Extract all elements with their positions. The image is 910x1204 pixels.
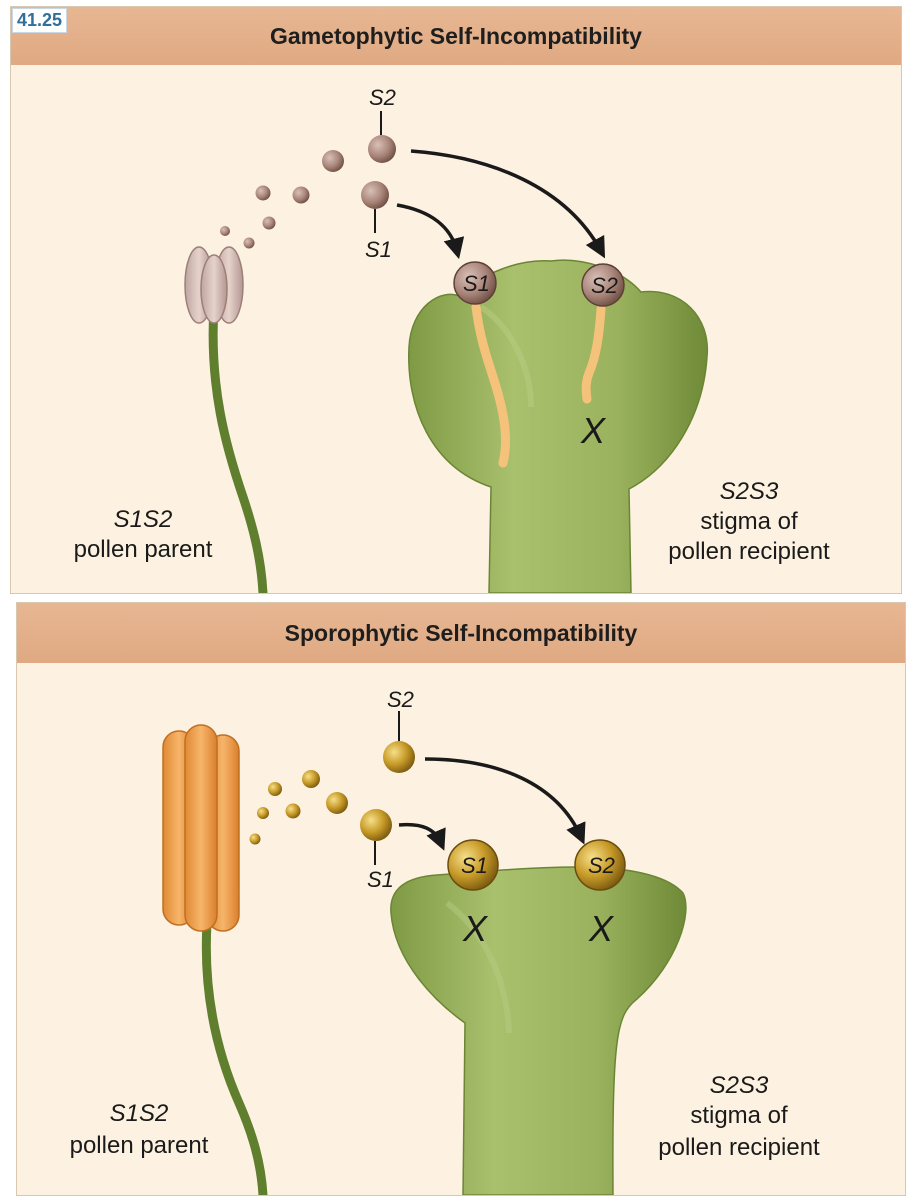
recipient-caption-line1: stigma of bbox=[690, 1102, 788, 1129]
pollen-grain-s1-landed bbox=[453, 261, 497, 305]
filament bbox=[201, 918, 268, 1195]
recipient-genotype: S2S3 bbox=[720, 478, 779, 505]
recipient-caption-line1: stigma of bbox=[700, 508, 798, 535]
filament bbox=[208, 302, 268, 593]
pollen-grain-s2-landed bbox=[574, 839, 626, 891]
blocked-mark-right: X bbox=[588, 908, 615, 949]
parent-caption: pollen parent bbox=[70, 1132, 209, 1159]
gametophytic-title: Gametophytic Self-Incompatibility bbox=[270, 23, 642, 49]
blocked-mark-left: X bbox=[462, 908, 489, 949]
pollen-trail bbox=[220, 150, 344, 249]
arrow-s2 bbox=[410, 149, 606, 259]
pollen-label-top: S2 bbox=[369, 85, 396, 110]
stigma bbox=[408, 259, 709, 593]
blocked-mark: X bbox=[580, 410, 607, 451]
pollen-grain-s1-free bbox=[361, 181, 389, 209]
pollen-grain-s1-landed bbox=[447, 839, 499, 891]
sporophytic-header-bar: Sporophytic Self-Incompatibility bbox=[17, 603, 905, 663]
pollen-grain-s2-landed bbox=[581, 263, 625, 307]
pollen-label-top: S2 bbox=[387, 687, 414, 712]
anther bbox=[162, 724, 240, 932]
anther bbox=[184, 246, 244, 324]
arrow-s1 bbox=[398, 822, 446, 851]
stigma bbox=[390, 866, 687, 1195]
pollen-grain-s1-free bbox=[360, 809, 392, 841]
parent-genotype: S1S2 bbox=[114, 506, 173, 533]
figure-number: 41.25 bbox=[12, 8, 68, 33]
pollen-tube-s1 bbox=[471, 302, 511, 468]
pollen-label-bottom: S1 bbox=[367, 867, 394, 892]
pollen-grain-s2-free bbox=[368, 135, 396, 163]
arrow-s1 bbox=[396, 203, 465, 260]
gametophytic-header-bar: Gametophytic Self-Incompatibility bbox=[11, 7, 901, 65]
grain-right-label: S2 bbox=[588, 853, 615, 878]
pollen-trail bbox=[249, 770, 348, 845]
grain-left-label: S1 bbox=[463, 271, 490, 296]
arrow-s2 bbox=[424, 757, 586, 845]
pollen-label-bottom: S1 bbox=[365, 237, 392, 262]
gametophytic-panel: Gametophytic Self-Incompatibility bbox=[10, 6, 902, 594]
sporophytic-title: Sporophytic Self-Incompatibility bbox=[284, 620, 638, 646]
parent-genotype: S1S2 bbox=[110, 1100, 169, 1127]
sporophytic-illustration: S2 S1 S1 S2 X X S1S2 pollen parent S2S3 … bbox=[70, 687, 820, 1195]
grain-left-label: S1 bbox=[461, 853, 488, 878]
gametophytic-illustration: S2 S1 S1 S2 X S1S2 pollen parent S2S3 st… bbox=[74, 85, 830, 593]
pollen-tube-s2 bbox=[581, 304, 606, 404]
recipient-genotype: S2S3 bbox=[710, 1072, 769, 1099]
parent-caption: pollen parent bbox=[74, 536, 213, 563]
grain-right-label: S2 bbox=[591, 273, 618, 298]
recipient-caption-line2: pollen recipient bbox=[658, 1134, 820, 1161]
pollen-grain-s2-free bbox=[383, 741, 415, 773]
sporophytic-panel: Sporophytic Self-Incompatibility bbox=[16, 602, 906, 1196]
recipient-caption-line2: pollen recipient bbox=[668, 538, 830, 565]
